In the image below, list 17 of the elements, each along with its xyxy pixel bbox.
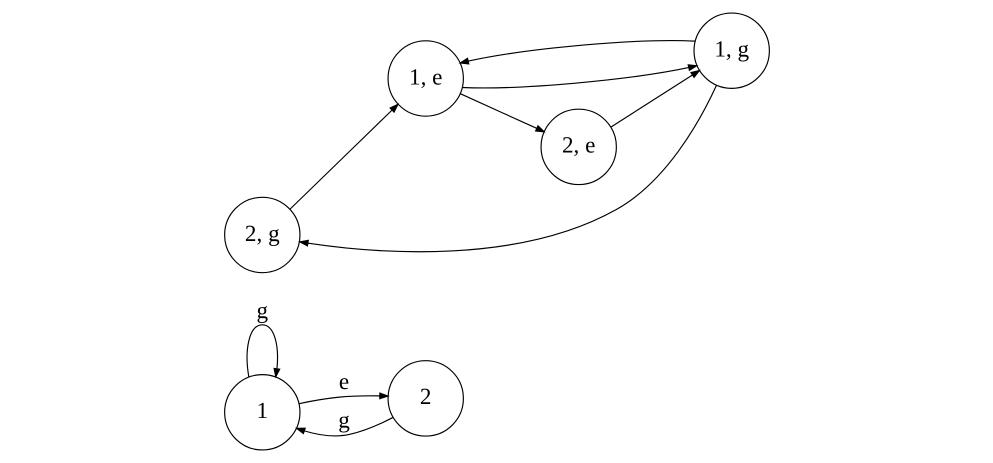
arrow — [246, 324, 280, 379]
arrow — [610, 70, 700, 128]
arrow — [458, 40, 695, 65]
arrow — [462, 64, 698, 88]
edge-label: g — [338, 407, 350, 434]
node-circle: 2 — [386, 360, 464, 437]
arrow — [298, 392, 390, 404]
node-circle: 1 — [224, 374, 300, 451]
edge-label: e — [338, 369, 349, 396]
arrow — [294, 416, 393, 436]
arrow — [460, 93, 546, 132]
arrow — [289, 103, 399, 210]
node-circle: 1, g — [692, 12, 770, 89]
arrow — [298, 84, 717, 252]
edge-label: g — [256, 298, 268, 324]
node-circle: 2, g — [224, 196, 300, 274]
node-circle: 2, e — [540, 108, 616, 186]
